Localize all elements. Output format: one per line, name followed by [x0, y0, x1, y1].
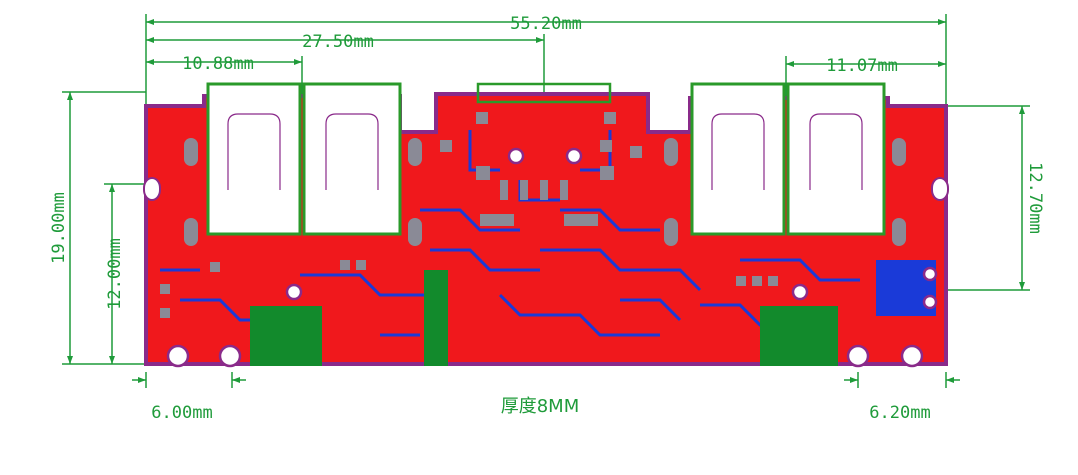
copper-block-left	[250, 306, 322, 366]
dimension-arrowhead	[67, 356, 73, 364]
dim-right-usb-offset: 11.07mm	[826, 56, 898, 76]
dimension-arrowhead	[1019, 106, 1025, 114]
dimension-arrowhead	[938, 61, 946, 67]
dimension-arrowhead	[850, 377, 858, 383]
pcb-pads	[160, 112, 906, 318]
copper-block-right	[760, 306, 838, 366]
dimension-arrowhead	[294, 59, 302, 65]
hole-small-2	[791, 283, 809, 301]
mounting-notch-left	[143, 177, 161, 201]
dimension-arrowhead	[938, 19, 946, 25]
dim-total-height: 19.00mm	[49, 192, 69, 264]
dimension-arrows	[67, 19, 1025, 383]
mounting-notch-right	[931, 177, 949, 201]
usb-port-icon	[690, 82, 886, 236]
dimension-arrowhead	[109, 356, 115, 364]
through-holes	[166, 147, 938, 368]
dim-left-usb-offset: 10.88mm	[182, 54, 254, 74]
dimension-arrowhead	[146, 19, 154, 25]
thickness-note: 厚度8MM	[501, 396, 580, 417]
dimension-arrowhead	[67, 92, 73, 100]
hole-top-center-1	[507, 147, 525, 165]
dim-right-bottom-offset: 6.20mm	[869, 403, 930, 423]
dimension-arrowhead	[146, 37, 154, 43]
dimension-arrowhead	[786, 61, 794, 67]
hole-small-1	[285, 283, 303, 301]
dimension-arrowhead	[138, 377, 146, 383]
dimension-arrowhead	[536, 37, 544, 43]
copper-block-center	[424, 270, 448, 366]
usb-port-icon	[206, 82, 402, 236]
dimension-lines	[62, 14, 1030, 388]
dim-left-bottom-offset: 6.00mm	[151, 403, 212, 423]
hole-bottom-left-1	[166, 344, 190, 368]
dim-right-inner-height: 12.70mm	[1025, 162, 1045, 234]
copper-blocks	[250, 270, 838, 366]
dimension-arrowhead	[146, 59, 154, 65]
hole-bottom-right-1	[846, 344, 870, 368]
hole-bottom-left-2	[218, 344, 242, 368]
dim-left-inner-height: 12.00mm	[105, 238, 125, 310]
hole-connector-1	[922, 266, 938, 282]
hole-connector-2	[922, 294, 938, 310]
dimension-arrowhead	[1019, 282, 1025, 290]
dim-half-width: 27.50mm	[302, 32, 374, 52]
dimension-arrowhead	[109, 184, 115, 192]
dimension-arrowhead	[946, 377, 954, 383]
hole-bottom-right-2	[900, 344, 924, 368]
micro-usb-port	[476, 82, 612, 104]
dim-total-width: 55.20mm	[510, 14, 582, 34]
dimension-arrowhead	[232, 377, 240, 383]
hole-top-center-2	[565, 147, 583, 165]
